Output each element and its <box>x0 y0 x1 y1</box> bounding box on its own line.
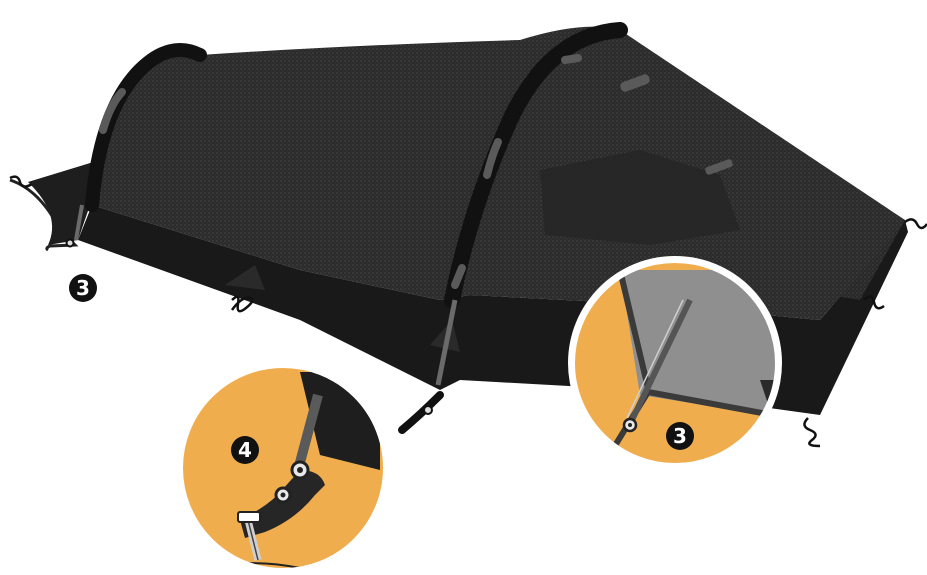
rear-pole-band-top <box>565 58 578 60</box>
step-4-label: 4 <box>238 438 252 462</box>
detail-circle-left: 4 <box>170 360 400 575</box>
step-3-label-left: 3 <box>76 276 90 300</box>
detail-left-stake-head <box>238 512 260 522</box>
rear-pole-grommet-icon <box>424 406 432 414</box>
figure-eight-guyline-icon <box>232 297 252 311</box>
rear-pole-foot <box>402 395 440 430</box>
front-pole-grommet-icon <box>67 240 74 247</box>
step-3-badge-left: 3 <box>69 274 97 302</box>
step-3-label-detail: 3 <box>673 424 687 448</box>
figure-eight-guyline-icon <box>905 219 927 228</box>
figure-eight-guyline-icon <box>804 418 820 446</box>
